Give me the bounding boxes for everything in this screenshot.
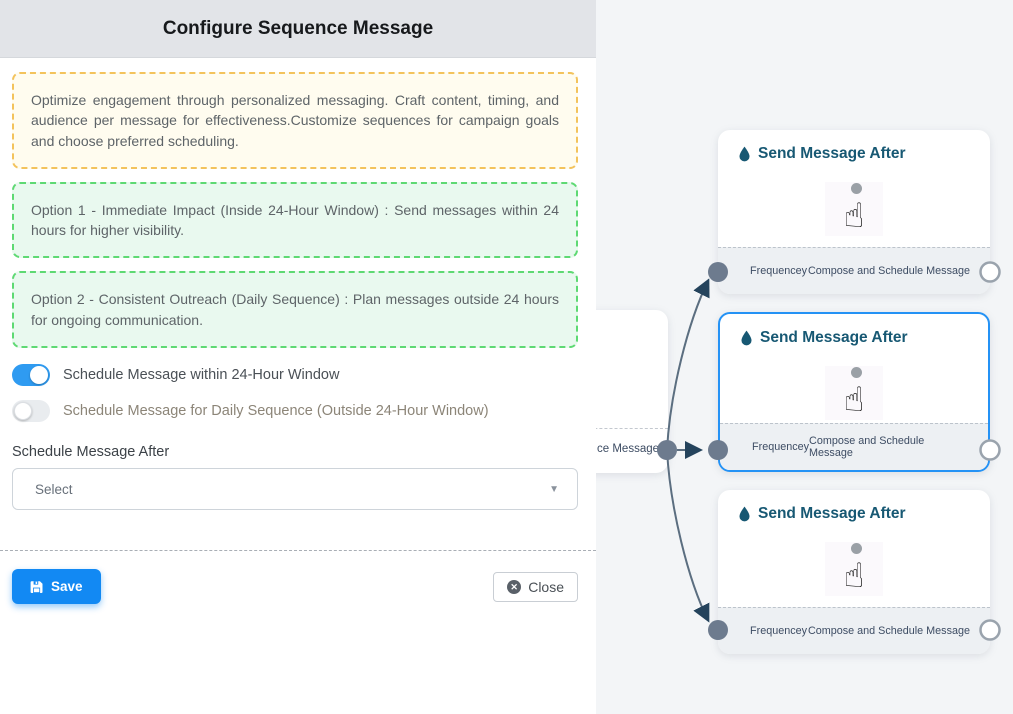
toggle-row-daily: Schedule Message for Daily Sequence (Out… [12, 400, 578, 423]
hand-cursor-icon[interactable]: ☝ [825, 366, 883, 420]
page-title: Configure Sequence Message [162, 17, 434, 39]
water-drop-icon [740, 330, 753, 346]
toggle-knob [14, 402, 32, 421]
caret-down-icon: ▼ [549, 483, 559, 495]
source-node-footer-label: ce Message [597, 443, 660, 455]
save-button[interactable]: Save [12, 569, 101, 605]
hand-cursor-icon[interactable]: ☝ [825, 182, 883, 236]
toggle-daily-sequence-label: Schedule Message for Daily Sequence (Out… [63, 403, 489, 420]
compose-schedule-link[interactable]: Compose and Schedule Message [809, 435, 925, 459]
circle-x-icon: ✕ [507, 579, 522, 594]
save-icon [30, 580, 44, 594]
close-button-label: Close [528, 578, 564, 595]
edge-to-node-3 [666, 449, 710, 623]
send-message-after-node-2[interactable]: Send Message After ☝ Frequencey Compose … [718, 312, 990, 472]
send-message-after-node-3[interactable]: Send Message After ☝ Frequencey Compose … [718, 490, 990, 654]
toggle-within-24hr-label: Schedule Message within 24-Hour Window [63, 367, 340, 384]
toggle-knob [30, 366, 48, 385]
compose-schedule-link[interactable]: Compose and Schedule Message [807, 625, 970, 637]
dialog-footer: Save ✕ Close [12, 569, 578, 605]
dialog-header: Configure Sequence Message [0, 0, 596, 57]
sequence-message-node-partial[interactable]: ce Message [596, 310, 668, 473]
frequency-link[interactable]: Frequencey [750, 625, 808, 637]
water-drop-icon [738, 506, 751, 522]
schedule-after-select[interactable]: Select ▼ [12, 468, 578, 511]
save-button-label: Save [51, 579, 83, 595]
close-button[interactable]: ✕ Close [493, 571, 578, 602]
footer-divider [0, 550, 596, 552]
select-value: Select [35, 481, 73, 497]
frequency-link[interactable]: Frequencey [750, 265, 808, 277]
node-divider [596, 428, 668, 429]
hand-cursor-icon[interactable]: ☝ [825, 542, 883, 596]
node-title: Send Message After [758, 145, 906, 162]
frequency-link[interactable]: Frequencey [752, 441, 810, 453]
option2-note: Option 2 - Consistent Outreach (Daily Se… [12, 271, 578, 349]
edge-to-node-1 [666, 278, 710, 451]
dialog-body: Optimize engagement through personalized… [0, 57, 596, 605]
info-note: Optimize engagement through personalized… [12, 72, 578, 169]
node-title: Send Message After [760, 329, 908, 346]
sequence-flow-canvas[interactable]: ce Message Send Message After ☝ Frequenc… [596, 0, 1013, 714]
configure-sequence-dialog: Configure Sequence Message Optimize enga… [0, 0, 596, 714]
option1-note: Option 1 - Immediate Impact (Inside 24-H… [12, 181, 578, 259]
toggle-daily-sequence[interactable] [12, 400, 50, 423]
schedule-after-label: Schedule Message After [12, 444, 170, 461]
compose-schedule-link[interactable]: Compose and Schedule Message [807, 265, 970, 277]
node-title: Send Message After [758, 505, 906, 522]
send-message-after-node-1[interactable]: Send Message After ☝ Frequencey Compose … [718, 130, 990, 294]
toggle-row-24hr: Schedule Message within 24-Hour Window [12, 364, 578, 387]
toggle-within-24hr[interactable] [12, 364, 50, 387]
water-drop-icon [738, 146, 751, 162]
